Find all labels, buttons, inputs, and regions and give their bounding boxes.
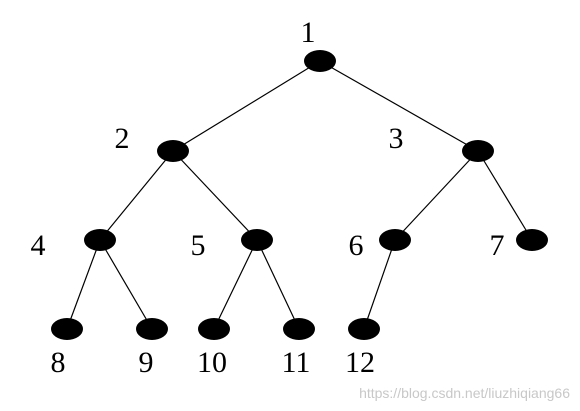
tree-node-label-12: 12 xyxy=(345,346,375,379)
tree-edge-2-4 xyxy=(99,150,174,241)
watermark-text: https://blog.csdn.net/liuzhiqiang66 xyxy=(359,385,570,401)
tree-node-label-11: 11 xyxy=(282,346,311,379)
tree-edge-2-5 xyxy=(172,150,258,241)
tree-edge-5-10 xyxy=(213,239,258,330)
tree-node-label-6: 6 xyxy=(349,229,364,262)
tree-node-label-3: 3 xyxy=(389,122,404,155)
edges-layer xyxy=(66,60,533,330)
tree-edge-6-12 xyxy=(363,239,396,330)
tree-edge-1-2 xyxy=(172,60,321,152)
tree-node-10 xyxy=(198,318,230,340)
tree-node-9 xyxy=(136,318,168,340)
tree-node-7 xyxy=(516,229,548,251)
tree-node-label-1: 1 xyxy=(301,16,316,49)
tree-node-12 xyxy=(348,318,380,340)
nodes-layer xyxy=(51,50,548,340)
tree-edge-3-7 xyxy=(477,150,533,241)
tree-edge-5-11 xyxy=(256,239,300,330)
tree-node-label-10: 10 xyxy=(197,346,227,379)
tree-node-1 xyxy=(304,50,336,72)
tree-edge-4-8 xyxy=(66,239,101,330)
tree-node-label-4: 4 xyxy=(31,229,46,262)
tree-edge-3-6 xyxy=(394,150,479,241)
tree-node-5 xyxy=(241,229,273,251)
tree-node-11 xyxy=(283,318,315,340)
tree-node-label-9: 9 xyxy=(139,346,154,379)
tree-node-label-8: 8 xyxy=(51,346,66,379)
tree-node-8 xyxy=(51,318,83,340)
tree-edge-1-3 xyxy=(319,60,479,152)
tree-node-4 xyxy=(84,229,116,251)
tree-node-label-5: 5 xyxy=(191,229,206,262)
tree-node-2 xyxy=(157,140,189,162)
tree-edge-4-9 xyxy=(99,239,153,330)
tree-node-label-7: 7 xyxy=(490,229,505,262)
tree-node-label-2: 2 xyxy=(115,122,130,155)
tree-node-3 xyxy=(462,140,494,162)
tree-node-6 xyxy=(379,229,411,251)
